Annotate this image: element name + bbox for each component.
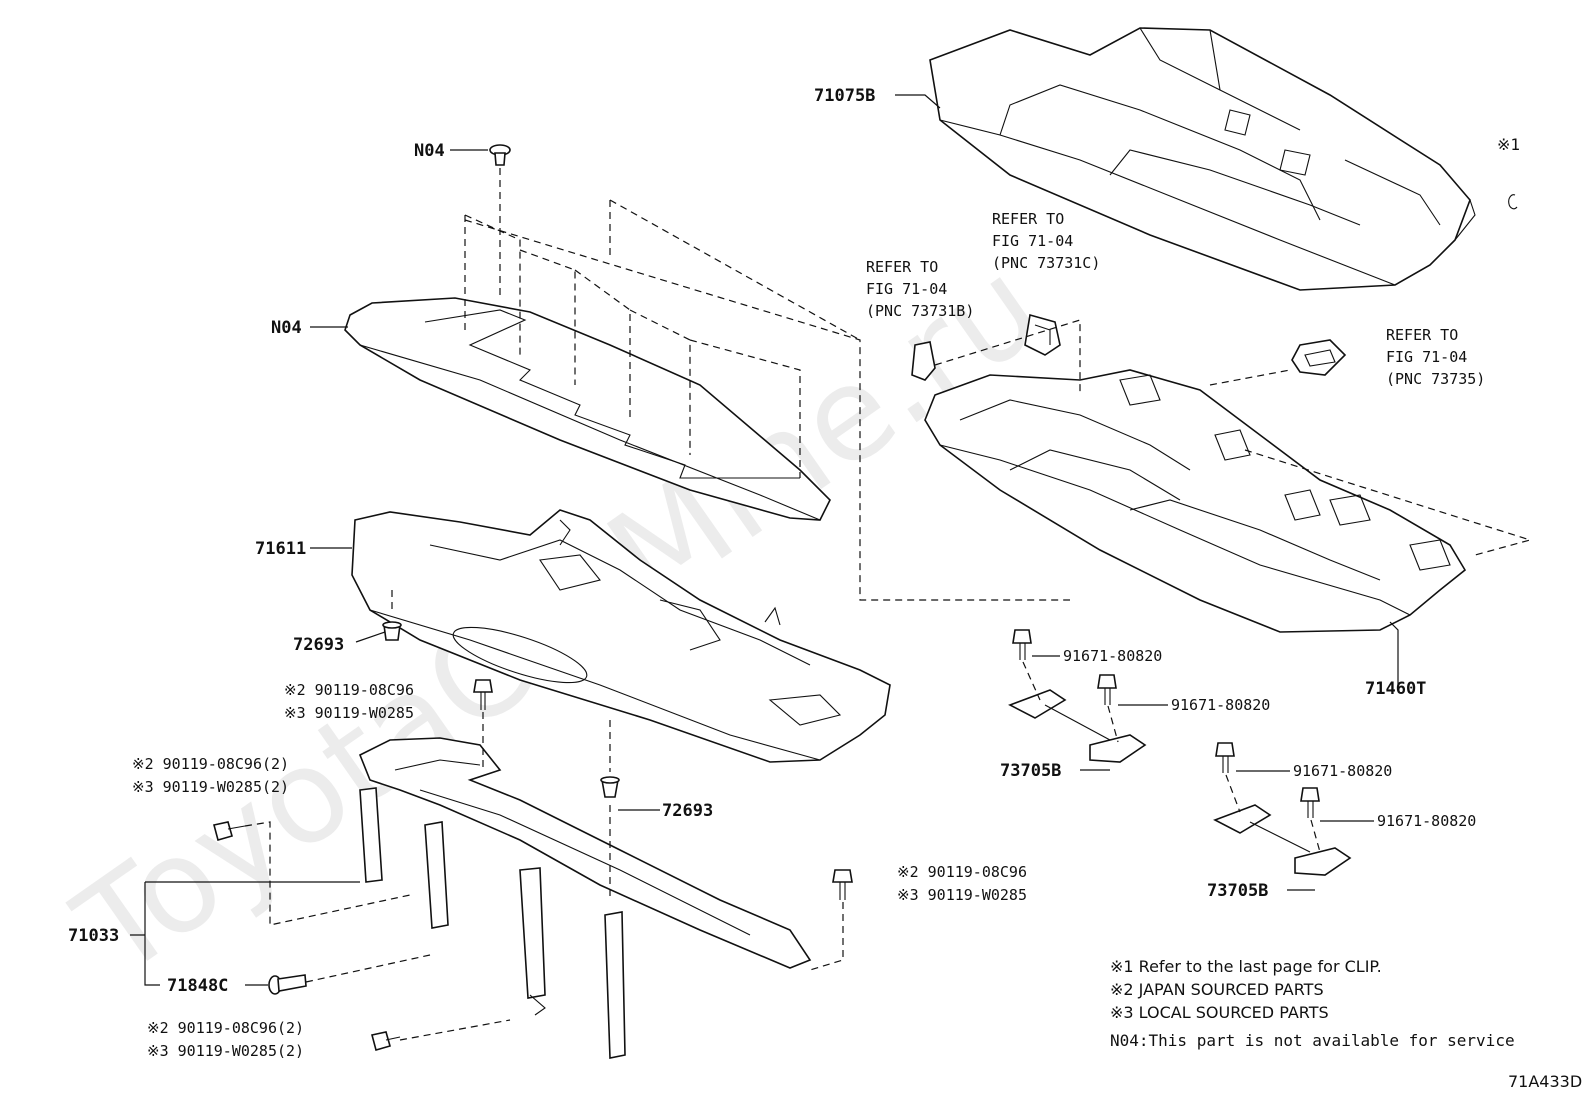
n04-pad-illustration — [344, 297, 831, 521]
grommet-72693-b-illustration — [600, 776, 620, 798]
ref-73731B-line2[interactable]: FIG 71-04 — [866, 280, 947, 298]
part-label-91671-a[interactable]: 91671-80820 — [1063, 647, 1162, 665]
part-label-73705B-b[interactable]: 73705B — [1207, 881, 1268, 901]
fastener-center-line2[interactable]: ※3 90119-W0285 — [284, 704, 414, 722]
note-local-sourced: ※3 LOCAL SOURCED PARTS — [1110, 1003, 1329, 1022]
ref-73731C-line1[interactable]: REFER TO — [992, 210, 1064, 228]
clip-73735-illustration — [1291, 339, 1347, 376]
part-label-71848C[interactable]: 71848C — [167, 976, 228, 996]
part-label-71075B[interactable]: 71075B — [814, 86, 875, 106]
bolt-center-illustration — [473, 679, 493, 710]
part-label-91671-b[interactable]: 91671-80820 — [1171, 696, 1270, 714]
note-japan-sourced: ※2 JAPAN SOURCED PARTS — [1110, 980, 1324, 999]
clip-marker-illustration — [1508, 194, 1518, 210]
part-label-N04-pin[interactable]: N04 — [414, 141, 445, 161]
fastener-left-upper-line2[interactable]: ※3 90119-W0285(2) — [132, 778, 289, 796]
ref-73735-line3[interactable]: (PNC 73735) — [1386, 370, 1485, 388]
leader-lines — [130, 94, 1399, 986]
part-label-72693-a[interactable]: 72693 — [293, 635, 344, 655]
clip-marker-label: ※1 — [1497, 135, 1520, 154]
ref-73731C-line3[interactable]: (PNC 73731C) — [992, 254, 1100, 272]
part-label-91671-c[interactable]: 91671-80820 — [1293, 762, 1392, 780]
fastener-right-line2[interactable]: ※3 90119-W0285 — [897, 886, 1027, 904]
grommet-72693-a-illustration — [382, 621, 402, 641]
fastener-right-line1[interactable]: ※2 90119-08C96 — [897, 863, 1027, 881]
ref-73735-line2[interactable]: FIG 71-04 — [1386, 348, 1467, 366]
bolt-right-illustration — [832, 869, 853, 900]
frame-71033-illustration — [358, 737, 812, 1059]
clip-73731B-illustration — [911, 341, 936, 381]
n04-pin-illustration — [489, 144, 511, 166]
ref-73731B-line1[interactable]: REFER TO — [866, 258, 938, 276]
fastener-center-line1[interactable]: ※2 90119-08C96 — [284, 681, 414, 699]
part-label-73705B-a[interactable]: 73705B — [1000, 761, 1061, 781]
diagram-code: 71A433D — [1508, 1072, 1582, 1091]
fastener-left-lower-line1[interactable]: ※2 90119-08C96(2) — [147, 1019, 304, 1037]
lock-hook-73705B-b-illustration — [1213, 742, 1352, 876]
lock-hook-73705B-a-illustration — [1008, 629, 1147, 763]
ref-73731B-line3[interactable]: (PNC 73731B) — [866, 302, 974, 320]
assembly-dashed-lines — [244, 168, 1533, 1041]
seat-cushion-cover-illustration — [929, 27, 1476, 291]
part-label-72693-b[interactable]: 72693 — [662, 801, 713, 821]
bolt-left-upper-illustration — [213, 821, 246, 841]
ref-73735-line1[interactable]: REFER TO — [1386, 326, 1458, 344]
pin-71848C-illustration — [268, 974, 307, 995]
part-label-N04-pad[interactable]: N04 — [271, 318, 302, 338]
ref-73731C-line2[interactable]: FIG 71-04 — [992, 232, 1073, 250]
seat-cushion-frame-illustration — [351, 509, 891, 763]
fastener-left-upper-line1[interactable]: ※2 90119-08C96(2) — [132, 755, 289, 773]
bolt-left-lower-illustration — [371, 1031, 401, 1051]
clip-73731C-illustration — [1024, 313, 1061, 356]
part-label-91671-d[interactable]: 91671-80820 — [1377, 812, 1476, 830]
note-n04-not-available: N04:This part is not available for servi… — [1110, 1031, 1515, 1050]
seat-cushion-pad-illustration — [924, 369, 1467, 633]
part-label-71460T[interactable]: 71460T — [1365, 679, 1426, 699]
part-label-71611[interactable]: 71611 — [255, 539, 306, 559]
note-clip: ※1 Refer to the last page for CLIP. — [1110, 957, 1382, 976]
fastener-left-lower-line2[interactable]: ※3 90119-W0285(2) — [147, 1042, 304, 1060]
part-label-71033[interactable]: 71033 — [68, 926, 119, 946]
